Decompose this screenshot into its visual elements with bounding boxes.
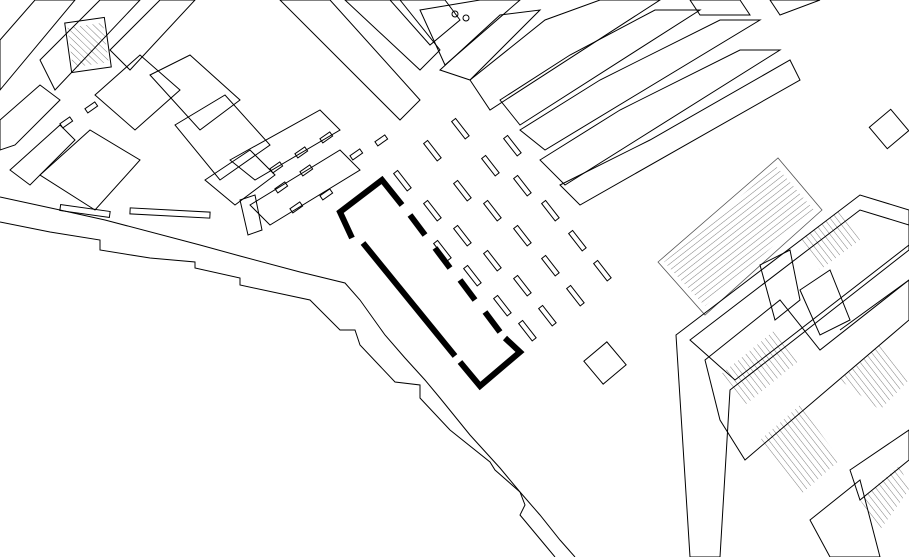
small-pavilion-upper-right — [868, 108, 909, 150]
building-block-right — [657, 157, 909, 557]
stall-grid — [392, 117, 612, 342]
perimeter-wall — [0, 196, 576, 557]
building-block-upper-middle — [269, 0, 821, 214]
highlighted-building — [336, 175, 525, 391]
building-block-upper-left — [0, 0, 361, 236]
small-pavilion — [583, 341, 627, 385]
